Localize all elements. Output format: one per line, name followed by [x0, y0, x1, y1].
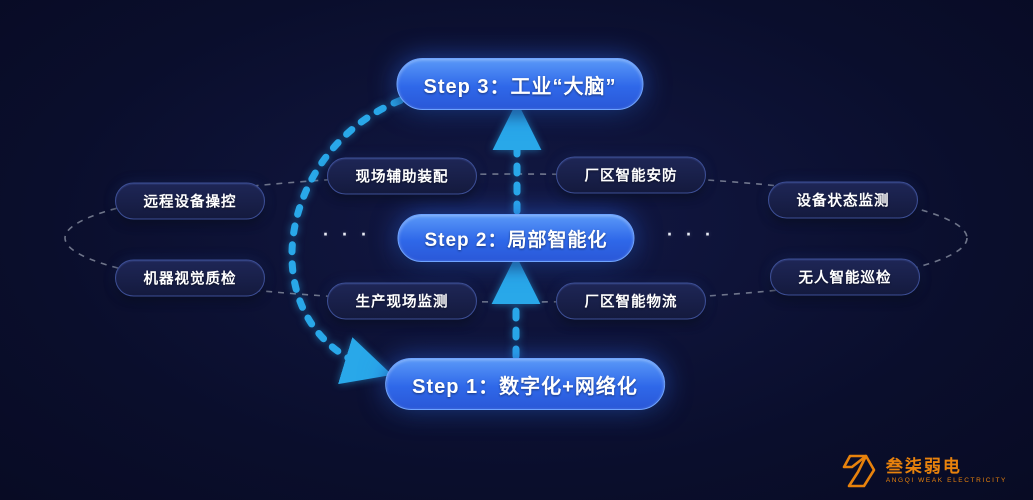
ellipsis-right: · · ·	[667, 224, 715, 245]
node-unmanned-smart-inspection[interactable]: 无人智能巡检	[770, 258, 920, 296]
brand-logo: 叁柒弱电 ANGQI WEAK ELECTRICITY	[840, 452, 1007, 490]
node-label: 远程设备操控	[143, 194, 237, 211]
node-label: 现场辅助装配	[355, 169, 449, 186]
node-label: 厂区智能安防	[584, 168, 678, 185]
step3-node[interactable]: Step 3：工业“大脑”	[396, 58, 644, 110]
node-factory-smart-security[interactable]: 厂区智能安防	[556, 156, 706, 194]
node-label: 机器视觉质检	[143, 271, 237, 288]
node-label: 生产现场监测	[355, 294, 449, 311]
node-remote-device-control[interactable]: 远程设备操控	[115, 182, 265, 220]
node-label: 厂区智能物流	[584, 294, 678, 311]
step1-label: Step 1：数字化+网络化	[412, 375, 638, 398]
node-production-site-monitoring[interactable]: 生产现场监测	[327, 282, 477, 320]
brand-logo-icon	[842, 454, 876, 488]
step1-node[interactable]: Step 1：数字化+网络化	[385, 358, 665, 410]
node-factory-smart-logistics[interactable]: 厂区智能物流	[556, 282, 706, 320]
brand-name: 叁柒弱电	[885, 457, 962, 477]
brand-subtitle: ANGQI WEAK ELECTRICITY	[885, 477, 1007, 485]
step3-label: Step 3：工业“大脑”	[423, 75, 617, 98]
brand-logo-text: 叁柒弱电 ANGQI WEAK ELECTRICITY	[886, 457, 1007, 484]
node-onsite-assisted-assembly[interactable]: 现场辅助装配	[327, 157, 477, 195]
node-machine-vision-inspection[interactable]: 机器视觉质检	[115, 259, 265, 297]
node-label: 设备状态监测	[796, 193, 890, 210]
ellipsis-left: · · ·	[323, 224, 371, 245]
step2-label: Step 2：局部智能化	[424, 229, 608, 251]
step2-node[interactable]: Step 2：局部智能化	[397, 214, 635, 262]
node-label: 无人智能巡检	[798, 270, 892, 287]
node-equipment-status-monitoring[interactable]: 设备状态监测	[768, 181, 918, 219]
